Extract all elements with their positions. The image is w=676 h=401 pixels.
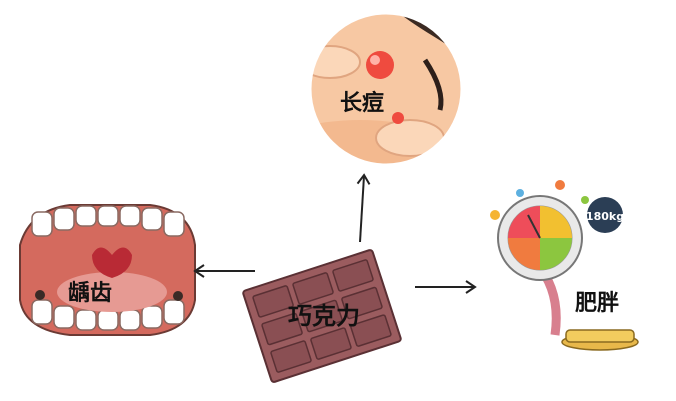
arrow-to-acne — [356, 173, 371, 243]
acne-illustration: 长痘 — [308, 11, 464, 167]
center-label-chocolate: 巧克力 — [288, 302, 360, 330]
outcome-label-acne: 长痘 — [340, 90, 384, 116]
chocolate-bar — [242, 249, 402, 383]
cavities-illustration: 龋齿 — [19, 204, 196, 336]
scale-readout: 180kg — [586, 210, 624, 223]
outcome-label-cavities: 龋齿 — [68, 280, 112, 306]
obesity-illustration: 180kg 肥胖 — [490, 180, 639, 351]
outcome-label-obesity: 肥胖 — [575, 290, 619, 316]
